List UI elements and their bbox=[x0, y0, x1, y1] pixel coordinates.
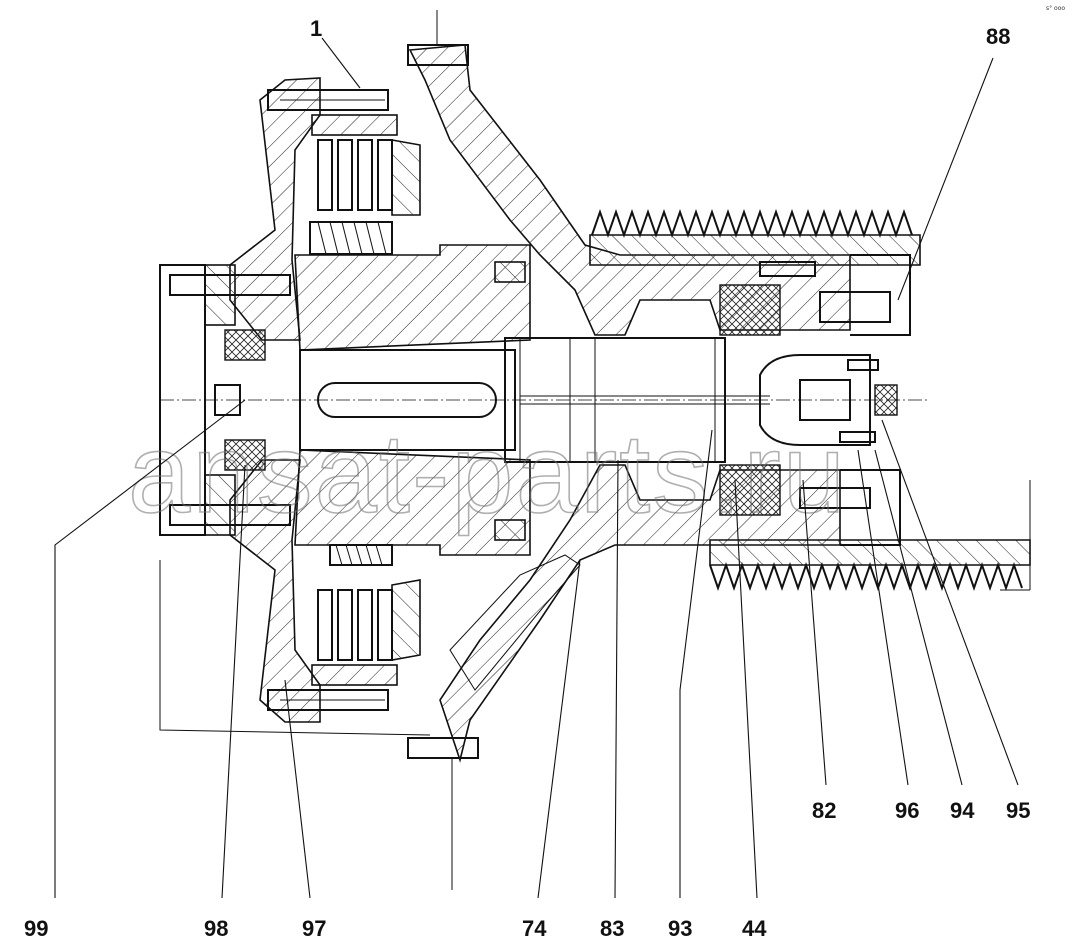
clutch-disc-stack-bottom bbox=[311, 544, 421, 686]
callout-98: 98 bbox=[204, 916, 228, 941]
callout-88: 88 bbox=[986, 24, 1010, 49]
clutch-disc-stack-top bbox=[309, 114, 421, 255]
end-cap-assembly bbox=[759, 261, 898, 509]
callout-96: 96 bbox=[895, 798, 919, 823]
pulley bbox=[589, 208, 1031, 592]
left-outer-frame bbox=[159, 480, 1031, 736]
callout-74: 74 bbox=[522, 916, 547, 941]
callout-83: 83 bbox=[600, 916, 624, 941]
callout-44: 44 bbox=[742, 916, 767, 941]
callout-labels: 1 88 99 98 97 74 83 93 44 82 96 94 95 bbox=[24, 16, 1030, 941]
callout-1: 1 bbox=[310, 16, 322, 41]
left-bolts bbox=[169, 274, 291, 526]
callout-82: 82 bbox=[812, 798, 836, 823]
leader-lines bbox=[54, 37, 1019, 899]
corner-note: s° ooo bbox=[1046, 5, 1065, 12]
watermark: ansat-parts.ru bbox=[128, 411, 847, 536]
hub bbox=[294, 244, 531, 556]
callout-94: 94 bbox=[950, 798, 975, 823]
callout-95: 95 bbox=[1006, 798, 1030, 823]
main-shaft bbox=[504, 337, 770, 463]
callout-93: 93 bbox=[668, 916, 692, 941]
callout-99: 99 bbox=[24, 916, 48, 941]
callout-97: 97 bbox=[302, 916, 326, 941]
